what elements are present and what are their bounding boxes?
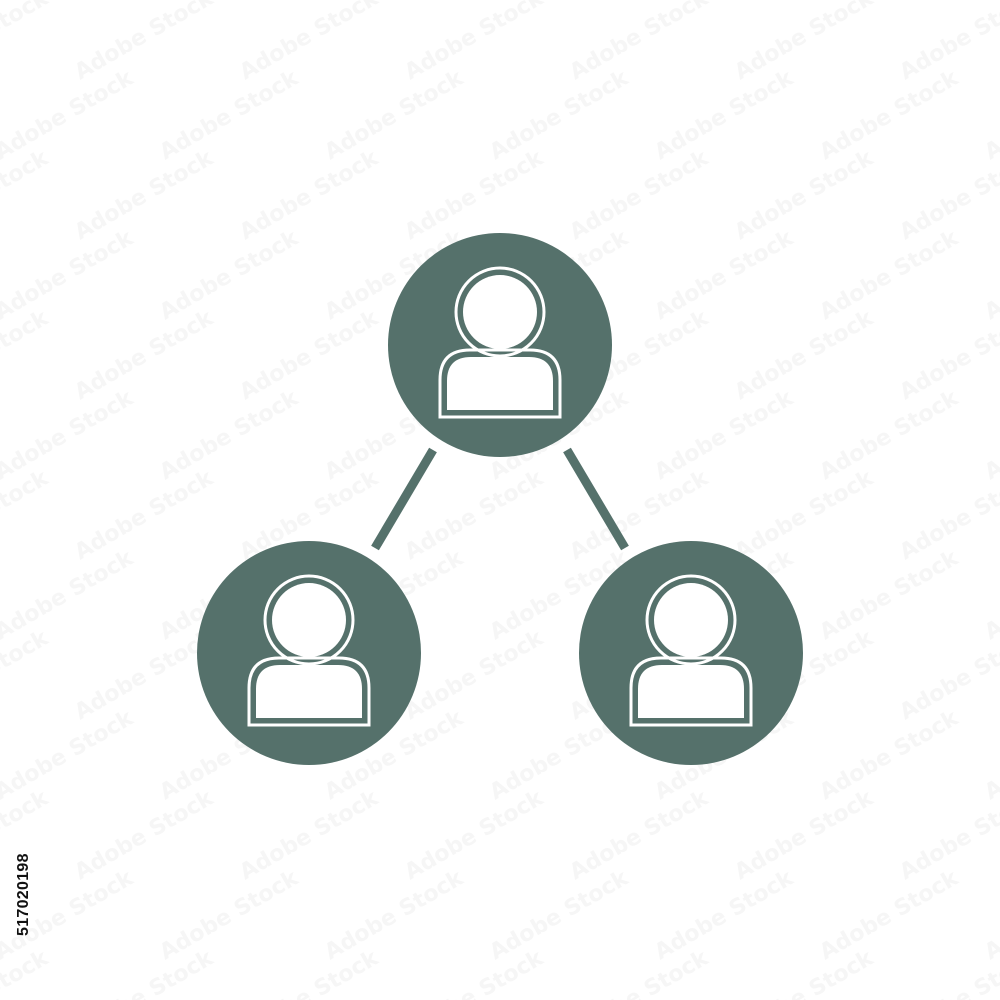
user-icon xyxy=(629,574,753,727)
user-icon xyxy=(438,266,562,419)
user-icon xyxy=(247,574,371,727)
node-left xyxy=(197,541,421,765)
connector-top-right xyxy=(563,447,629,551)
node-right xyxy=(579,541,803,765)
connector-top-left xyxy=(371,447,437,551)
node-top xyxy=(388,233,612,457)
